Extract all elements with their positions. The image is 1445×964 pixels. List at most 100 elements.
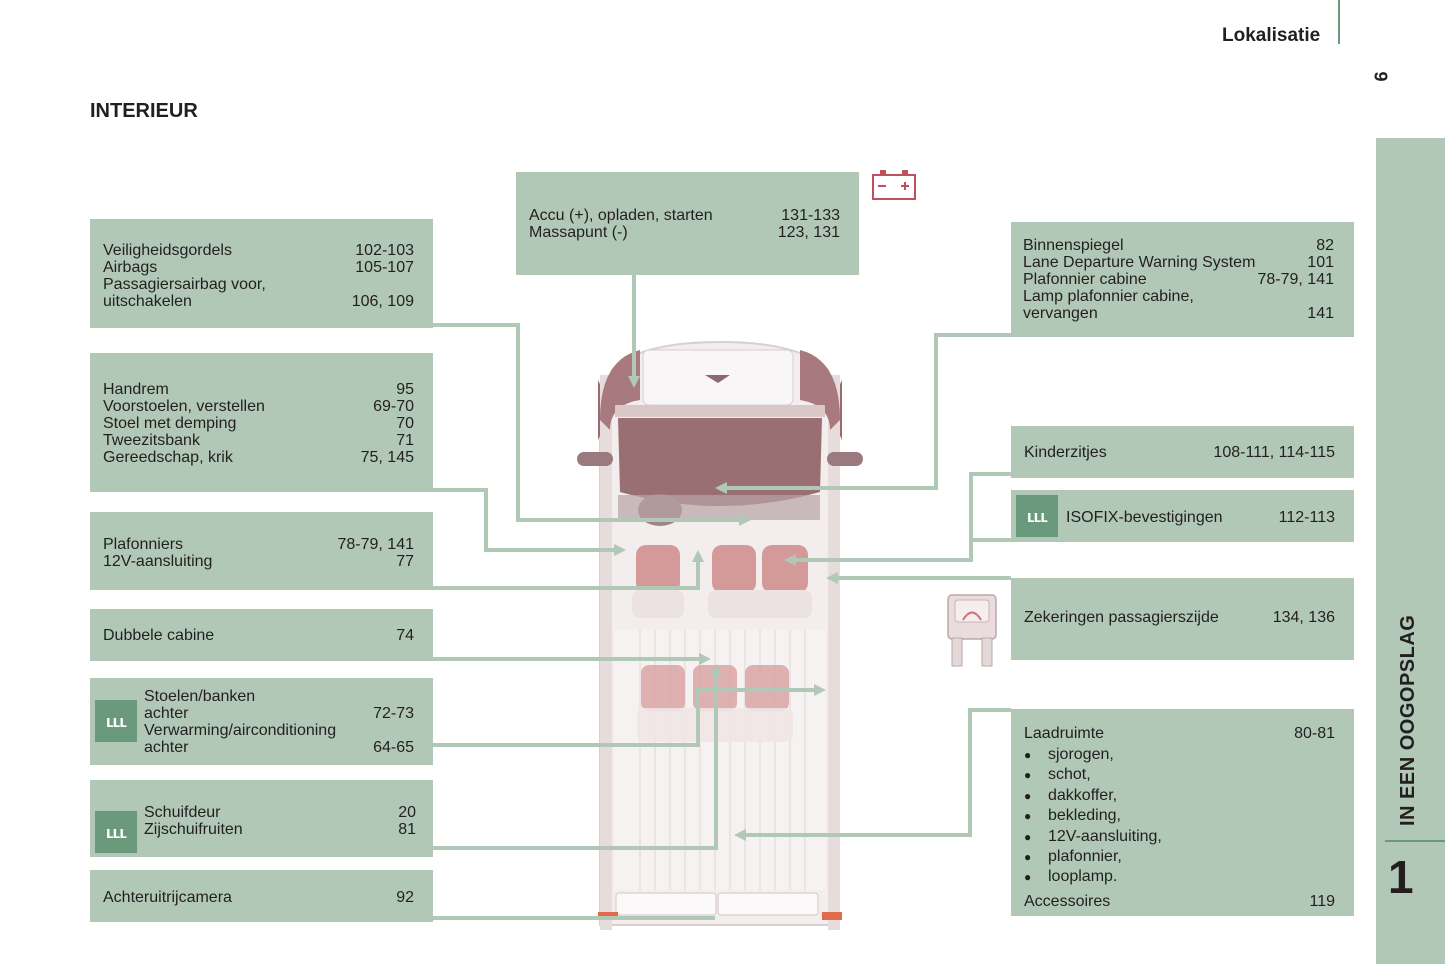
isofix-page[interactable]: 112-113: [1278, 509, 1335, 526]
battery-info-box: Accu (+), opladen, starten 131-133 Massa…: [516, 172, 859, 275]
child-seats-row: Kinderzitjes 108-111, 114-115: [1024, 444, 1335, 461]
rear-heating-row: Verwarming/airconditioning: [144, 722, 414, 739]
sliding-windows-row: Zijschuifruiten 81: [144, 821, 416, 838]
airbags-page[interactable]: 105-107: [355, 259, 414, 276]
isofix-label: ISOFIX-bevestigingen: [1066, 509, 1223, 526]
mirror-page[interactable]: 82: [1316, 237, 1334, 254]
mirror-label: Binnenspiegel: [1023, 237, 1124, 254]
sliding-door-row: Schuifdeur 20: [144, 804, 416, 821]
sliding-windows-label: Zijschuifruiten: [144, 821, 243, 838]
fuses-label: Zekeringen passagierszijde: [1024, 609, 1219, 626]
accessories-label: Accessoires: [1024, 892, 1111, 910]
two-seat-bench-page[interactable]: 71: [396, 432, 414, 449]
socket-12v-page[interactable]: 77: [396, 553, 414, 570]
child-seats-label: Kinderzitjes: [1024, 444, 1107, 461]
airbag-disable-row: uitschakelen 106, 109: [103, 293, 414, 310]
double-cabin-label: Dubbele cabine: [103, 627, 215, 644]
van-body: [577, 340, 863, 930]
camera-label: Achteruitrijcamera: [103, 889, 232, 906]
battery-page[interactable]: 131-133: [781, 207, 840, 224]
rear-seats-label: Stoelen/banken: [144, 688, 256, 705]
ground-point-page[interactable]: 123, 131: [777, 224, 840, 241]
accessories-page[interactable]: 119: [1309, 892, 1335, 910]
sliding-door-label: Schuifdeur: [144, 804, 221, 821]
cabin-light-label: Plafonnier cabine: [1023, 271, 1147, 288]
section-title: Lokalisatie: [1222, 25, 1321, 46]
list-item: bekleding,: [1024, 806, 1335, 827]
rear-heating-page[interactable]: 64-65: [373, 739, 414, 756]
lane-departure-page[interactable]: 101: [1307, 254, 1334, 271]
seat-icon: ʟʟʟ: [95, 811, 137, 853]
cabin-lamp-replace-page[interactable]: 141: [1307, 305, 1334, 322]
double-cabin-row: Dubbele cabine 74: [103, 627, 414, 644]
rear-seats-row: Stoelen/banken: [144, 688, 414, 705]
accessories-row: Accessoires 119: [1024, 893, 1335, 910]
damped-seat-page[interactable]: 70: [396, 415, 414, 432]
list-item: sjorogen,: [1024, 745, 1335, 766]
socket-12v-label: 12V-aansluiting: [103, 553, 213, 570]
list-item: schot,: [1024, 765, 1335, 786]
front-seats-page[interactable]: 69-70: [373, 398, 414, 415]
seatbelts-page[interactable]: 102-103: [355, 242, 414, 259]
list-item: 12V-aansluiting,: [1024, 827, 1335, 848]
passenger-airbag-label: Passagiersairbag voor,: [103, 276, 266, 293]
tools-jack-page[interactable]: 75, 145: [360, 449, 414, 466]
double-cabin-page[interactable]: 74: [396, 627, 414, 644]
list-item: looplamp.: [1024, 867, 1335, 888]
ground-point-row: Massapunt (-) 123, 131: [529, 224, 840, 241]
mirror-row: Binnenspiegel 82: [1023, 237, 1334, 254]
cabin-lamp-replace-row: vervangen 141: [1023, 305, 1334, 322]
airbag-disable-page[interactable]: 106, 109: [351, 293, 414, 310]
two-seat-bench-label: Tweezitsbank: [103, 432, 200, 449]
camera-page[interactable]: 92: [396, 889, 414, 906]
chapter-divider: [1385, 840, 1445, 842]
fuses-page[interactable]: 134, 136: [1272, 609, 1335, 626]
battery-row: Accu (+), opladen, starten 131-133: [529, 207, 840, 224]
camera-info-box: Achteruitrijcamera 92: [90, 870, 433, 922]
child-seats-page[interactable]: 108-111, 114-115: [1213, 444, 1335, 461]
damped-seat-label: Stoel met demping: [103, 415, 237, 432]
child-seats-info-box: Kinderzitjes 108-111, 114-115: [1011, 426, 1354, 478]
damped-seat-row: Stoel met demping 70: [103, 415, 414, 432]
cabin-light-page[interactable]: 78-79, 141: [1257, 271, 1334, 288]
rear-heating-label: Verwarming/airconditioning: [144, 722, 337, 739]
double-cabin-info-box: Dubbele cabine 74: [90, 609, 433, 661]
airbag-disable-label: uitschakelen: [103, 293, 192, 310]
cabin-lamp-replace-label: vervangen: [1023, 305, 1098, 322]
mirror-info-box: Binnenspiegel 82 Lane Departure Warning S…: [1011, 222, 1354, 337]
ground-point-label: Massapunt (-): [529, 224, 628, 241]
chapter-tab: [1376, 138, 1445, 964]
fuses-info-box: Zekeringen passagierszijde 134, 136: [1011, 578, 1354, 660]
header-divider: [1338, 0, 1340, 44]
sliding-door-page[interactable]: 20: [398, 804, 416, 821]
rear-seats-page[interactable]: 72-73: [373, 705, 414, 722]
sliding-door-info-box: ʟʟʟ Schuifdeur 20 Zijschuifruiten 81: [90, 780, 433, 857]
handbrake-page[interactable]: 95: [396, 381, 414, 398]
ceiling-lights-page[interactable]: 78-79, 141: [337, 536, 414, 553]
cabin-lamp-row: Lamp plafonnier cabine,: [1023, 288, 1334, 305]
battery-icon: [872, 170, 916, 200]
fuses-row: Zekeringen passagierszijde 134, 136: [1024, 609, 1335, 626]
seat-icon: ʟʟʟ: [95, 700, 137, 742]
airbags-row: Airbags 105-107: [103, 259, 414, 276]
cargo-title-page[interactable]: 80-81: [1294, 725, 1335, 742]
list-item: dakkoffer,: [1024, 786, 1335, 807]
connector-arrowheads: [614, 376, 838, 841]
sliding-windows-page[interactable]: 81: [398, 821, 416, 838]
page-title: INTERIEUR: [90, 100, 198, 122]
fuse-icon: [947, 594, 997, 667]
airbags-label: Airbags: [103, 259, 158, 276]
passenger-airbag-row: Passagiersairbag voor,: [103, 276, 414, 293]
